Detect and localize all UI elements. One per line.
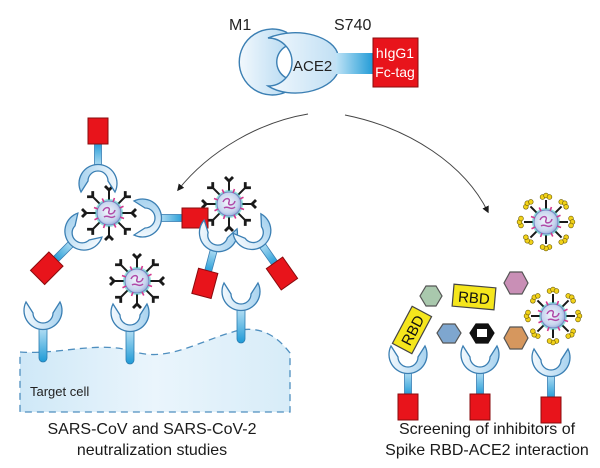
- target-cell-label: Target cell: [30, 384, 89, 399]
- soluble-ace2-fc: [231, 213, 305, 295]
- immobilized-ace2-fc: [532, 349, 570, 423]
- n-terminus-label: M1: [229, 17, 251, 34]
- left-caption-line1: SARS-CoV and SARS-CoV-2: [48, 421, 257, 438]
- linker-stalk: [336, 53, 374, 74]
- inhibitor-hexagon-pink: [503, 271, 529, 295]
- inhibitor-hexagon-black-hole: [477, 329, 487, 337]
- inhibitor-hexagon-green: [419, 285, 443, 307]
- rbd-label: RBD: [457, 289, 490, 309]
- soluble-ace2-fc: [183, 220, 239, 301]
- immobilized-ace2-fc: [389, 346, 427, 420]
- ace2-label: ACE2: [293, 58, 332, 75]
- fc-tag-box: [372, 37, 419, 88]
- right-caption-line1: Screening of inhibitors of: [399, 421, 576, 438]
- left-panel: Target cell SARS-CoV and SARS-CoV-2 neut…: [19, 118, 305, 459]
- immobilized-ace2-fc: [461, 346, 499, 420]
- fc-tag-label-line1: hIgG1: [376, 45, 414, 61]
- ace2-fc-construct: M1 S740 ACE2 hIgG1 Fc-tag: [229, 17, 419, 96]
- arrow-to-left-panel: [177, 113, 309, 192]
- sars-cov-2-virus: [524, 287, 582, 345]
- inhibitor-hexagon-orange: [503, 326, 529, 350]
- rbd-fragment: RBD: [451, 283, 497, 311]
- sars-cov-virus: [81, 185, 137, 241]
- inhibitor-hexagon-blue: [436, 323, 462, 344]
- sars-cov-virus: [201, 176, 257, 232]
- soluble-ace2-fc: [24, 212, 103, 291]
- left-caption-line2: neutralization studies: [77, 442, 227, 459]
- soluble-ace2-fc: [79, 118, 117, 192]
- sars-cov-virus: [109, 253, 165, 309]
- sars-cov-2-virus: [517, 193, 575, 251]
- arrow-to-right-panel: [344, 114, 489, 214]
- target-cell: [19, 328, 291, 413]
- right-panel: RBD RBD Screening of inhibitors of Spike…: [385, 193, 589, 459]
- c-terminus-label: S740: [334, 17, 371, 34]
- right-caption-line2: Spike RBD-ACE2 interaction: [385, 442, 589, 459]
- soluble-ace2-fc: [134, 199, 208, 237]
- fc-tag-label-line2: Fc-tag: [375, 64, 415, 80]
- ace2-body-shape: [265, 32, 373, 94]
